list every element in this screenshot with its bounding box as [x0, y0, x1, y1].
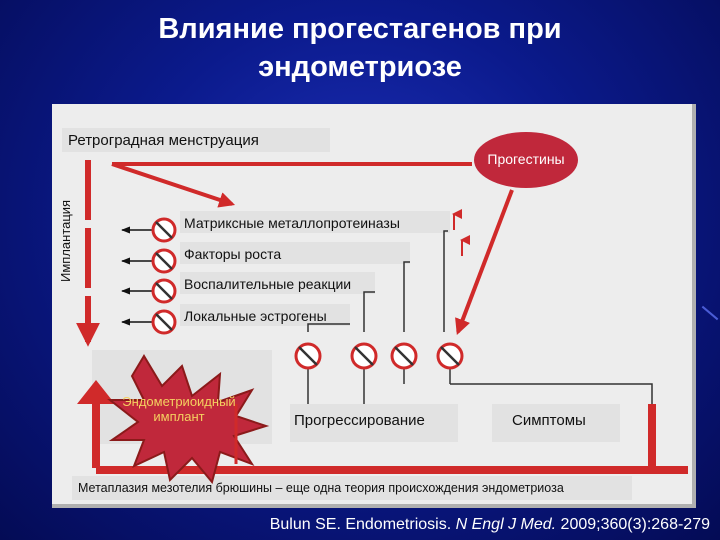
- factor-label-4: Локальные эстрогены: [184, 308, 327, 324]
- factor-box-4: [180, 304, 350, 326]
- citation-journal: N Engl J Med.: [455, 516, 557, 533]
- retrograde-label-box: [62, 128, 330, 152]
- connector-2: [403, 261, 410, 332]
- citation-author: Bulun SE. Endometriosis.: [269, 516, 456, 533]
- progestins-to-factors-arrow: [111, 162, 236, 208]
- retrograde-menstruation-label: Ретроградная менструация: [68, 132, 259, 149]
- metaplasia-box: [72, 476, 632, 500]
- diagram-panel: Ретроградная менструация Имплантация Про…: [52, 104, 696, 508]
- implantation-label: Имплантация: [58, 199, 73, 282]
- slide-title: Влияние прогестагенов при эндометриозе: [0, 10, 720, 86]
- progestins-oval: [474, 132, 578, 188]
- citation: Bulun SE. Endometriosis. N Engl J Med. 2…: [270, 516, 710, 534]
- factor-box-3: [180, 272, 375, 294]
- implant-label-line-1: Эндометриоидный: [122, 394, 236, 409]
- metaplasia-label: Метаплазия мезотелия брюшины – еще одна …: [78, 481, 564, 495]
- progestins-label: Прогестины: [487, 151, 565, 167]
- factor-box-2: [180, 242, 410, 264]
- inhibit-icon-factor-3: [151, 278, 177, 304]
- title-line-1: Влияние прогестагенов при: [158, 13, 562, 45]
- inhibit-icon-factor-2: [151, 248, 177, 274]
- diagram-svg: [62, 128, 688, 500]
- progression-box: [290, 404, 458, 442]
- inhibit-icon-bottom-1: [294, 342, 322, 370]
- inhibit-icon-bottom-4: [436, 342, 464, 370]
- upward-arrow: [77, 380, 115, 468]
- factor-label-2: Факторы роста: [184, 246, 282, 262]
- connector-4: [307, 323, 350, 332]
- factor-label-3: Воспалительные реакции: [184, 276, 352, 292]
- symptoms-box: [492, 404, 620, 442]
- title-line-2: эндометриозе: [258, 51, 462, 83]
- factor-label-1: Матриксные металлопротеиназы: [184, 215, 400, 231]
- implant-label-line-2: имплант: [153, 409, 205, 424]
- inhibit-icon-bottom-3: [390, 342, 418, 370]
- implant-label: Эндометриоидный имплант: [104, 394, 254, 424]
- factor-box-1: [180, 211, 450, 233]
- decorative-line: [701, 305, 719, 321]
- inhibit-icon-factor-4: [151, 309, 177, 335]
- inhibit-icon-factor-1: [151, 217, 177, 243]
- to-symptoms-line: [450, 383, 653, 404]
- progression-label: Прогрессирование: [294, 412, 425, 429]
- implant-starburst: [107, 354, 270, 485]
- symptoms-label: Симптомы: [512, 412, 586, 429]
- progestins-to-inhibitors-arrow: [455, 189, 514, 335]
- citation-details: 2009;360(3):268-279: [556, 516, 710, 533]
- connector-3: [363, 291, 375, 332]
- inhibit-icon-bottom-2: [350, 342, 378, 370]
- connector-1: [443, 230, 448, 332]
